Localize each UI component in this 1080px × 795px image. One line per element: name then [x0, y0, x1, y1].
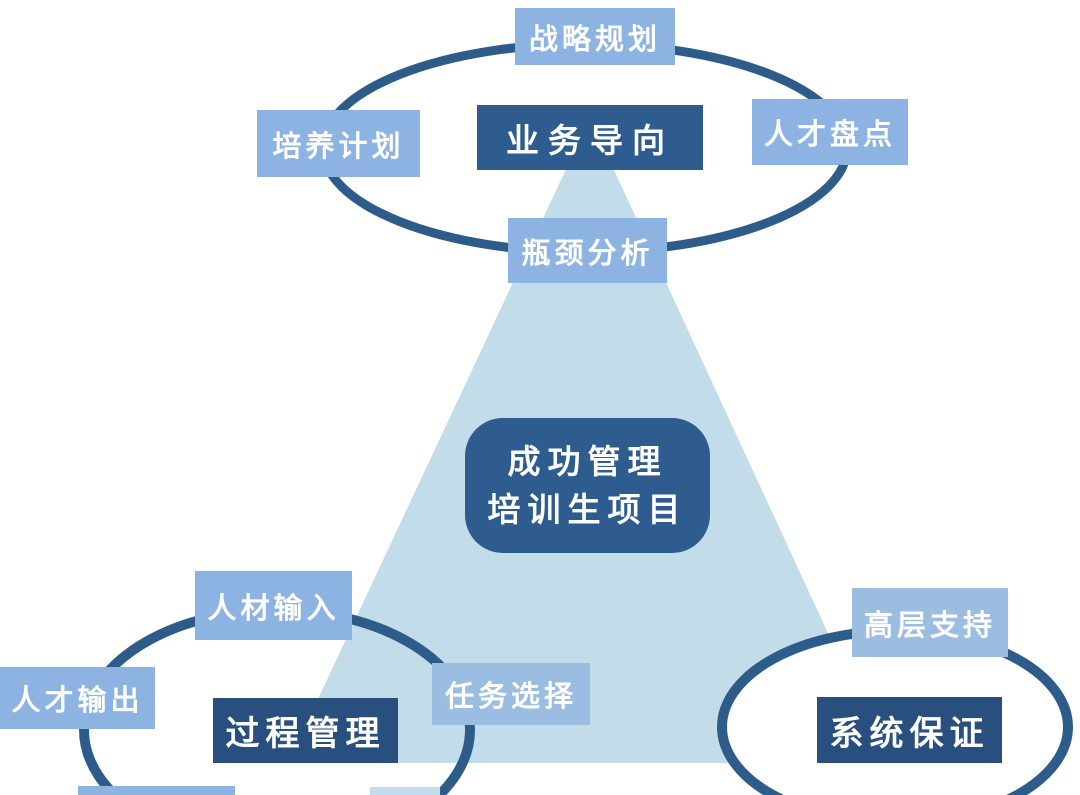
label-system-guarantee: 系统保证 — [817, 697, 1002, 763]
label-training-plan: 培养计划 — [257, 110, 420, 177]
label-top-level-support: 高层支持 — [852, 588, 1008, 657]
label-process-management: 过程管理 — [213, 698, 398, 763]
label-business-orientation: 业务导向 — [477, 105, 703, 170]
label-talent-output: 人才输出 — [0, 667, 155, 729]
label-talent-input: 人材输入 — [195, 571, 352, 640]
label-talent-inventory: 人才盘点 — [752, 99, 908, 165]
cutoff-label-box-right — [370, 787, 440, 795]
label-task-selection: 任务选择 — [432, 663, 590, 725]
center-program-box: 成功管理 培训生项目 — [465, 418, 710, 553]
label-strategic-planning: 战略规划 — [515, 8, 675, 65]
label-bottleneck-analysis: 瓶颈分析 — [508, 218, 667, 283]
center-program-line1: 成功管理 — [507, 442, 668, 480]
cutoff-label-box-left — [78, 786, 235, 795]
center-program-line2: 培训生项目 — [487, 490, 688, 528]
